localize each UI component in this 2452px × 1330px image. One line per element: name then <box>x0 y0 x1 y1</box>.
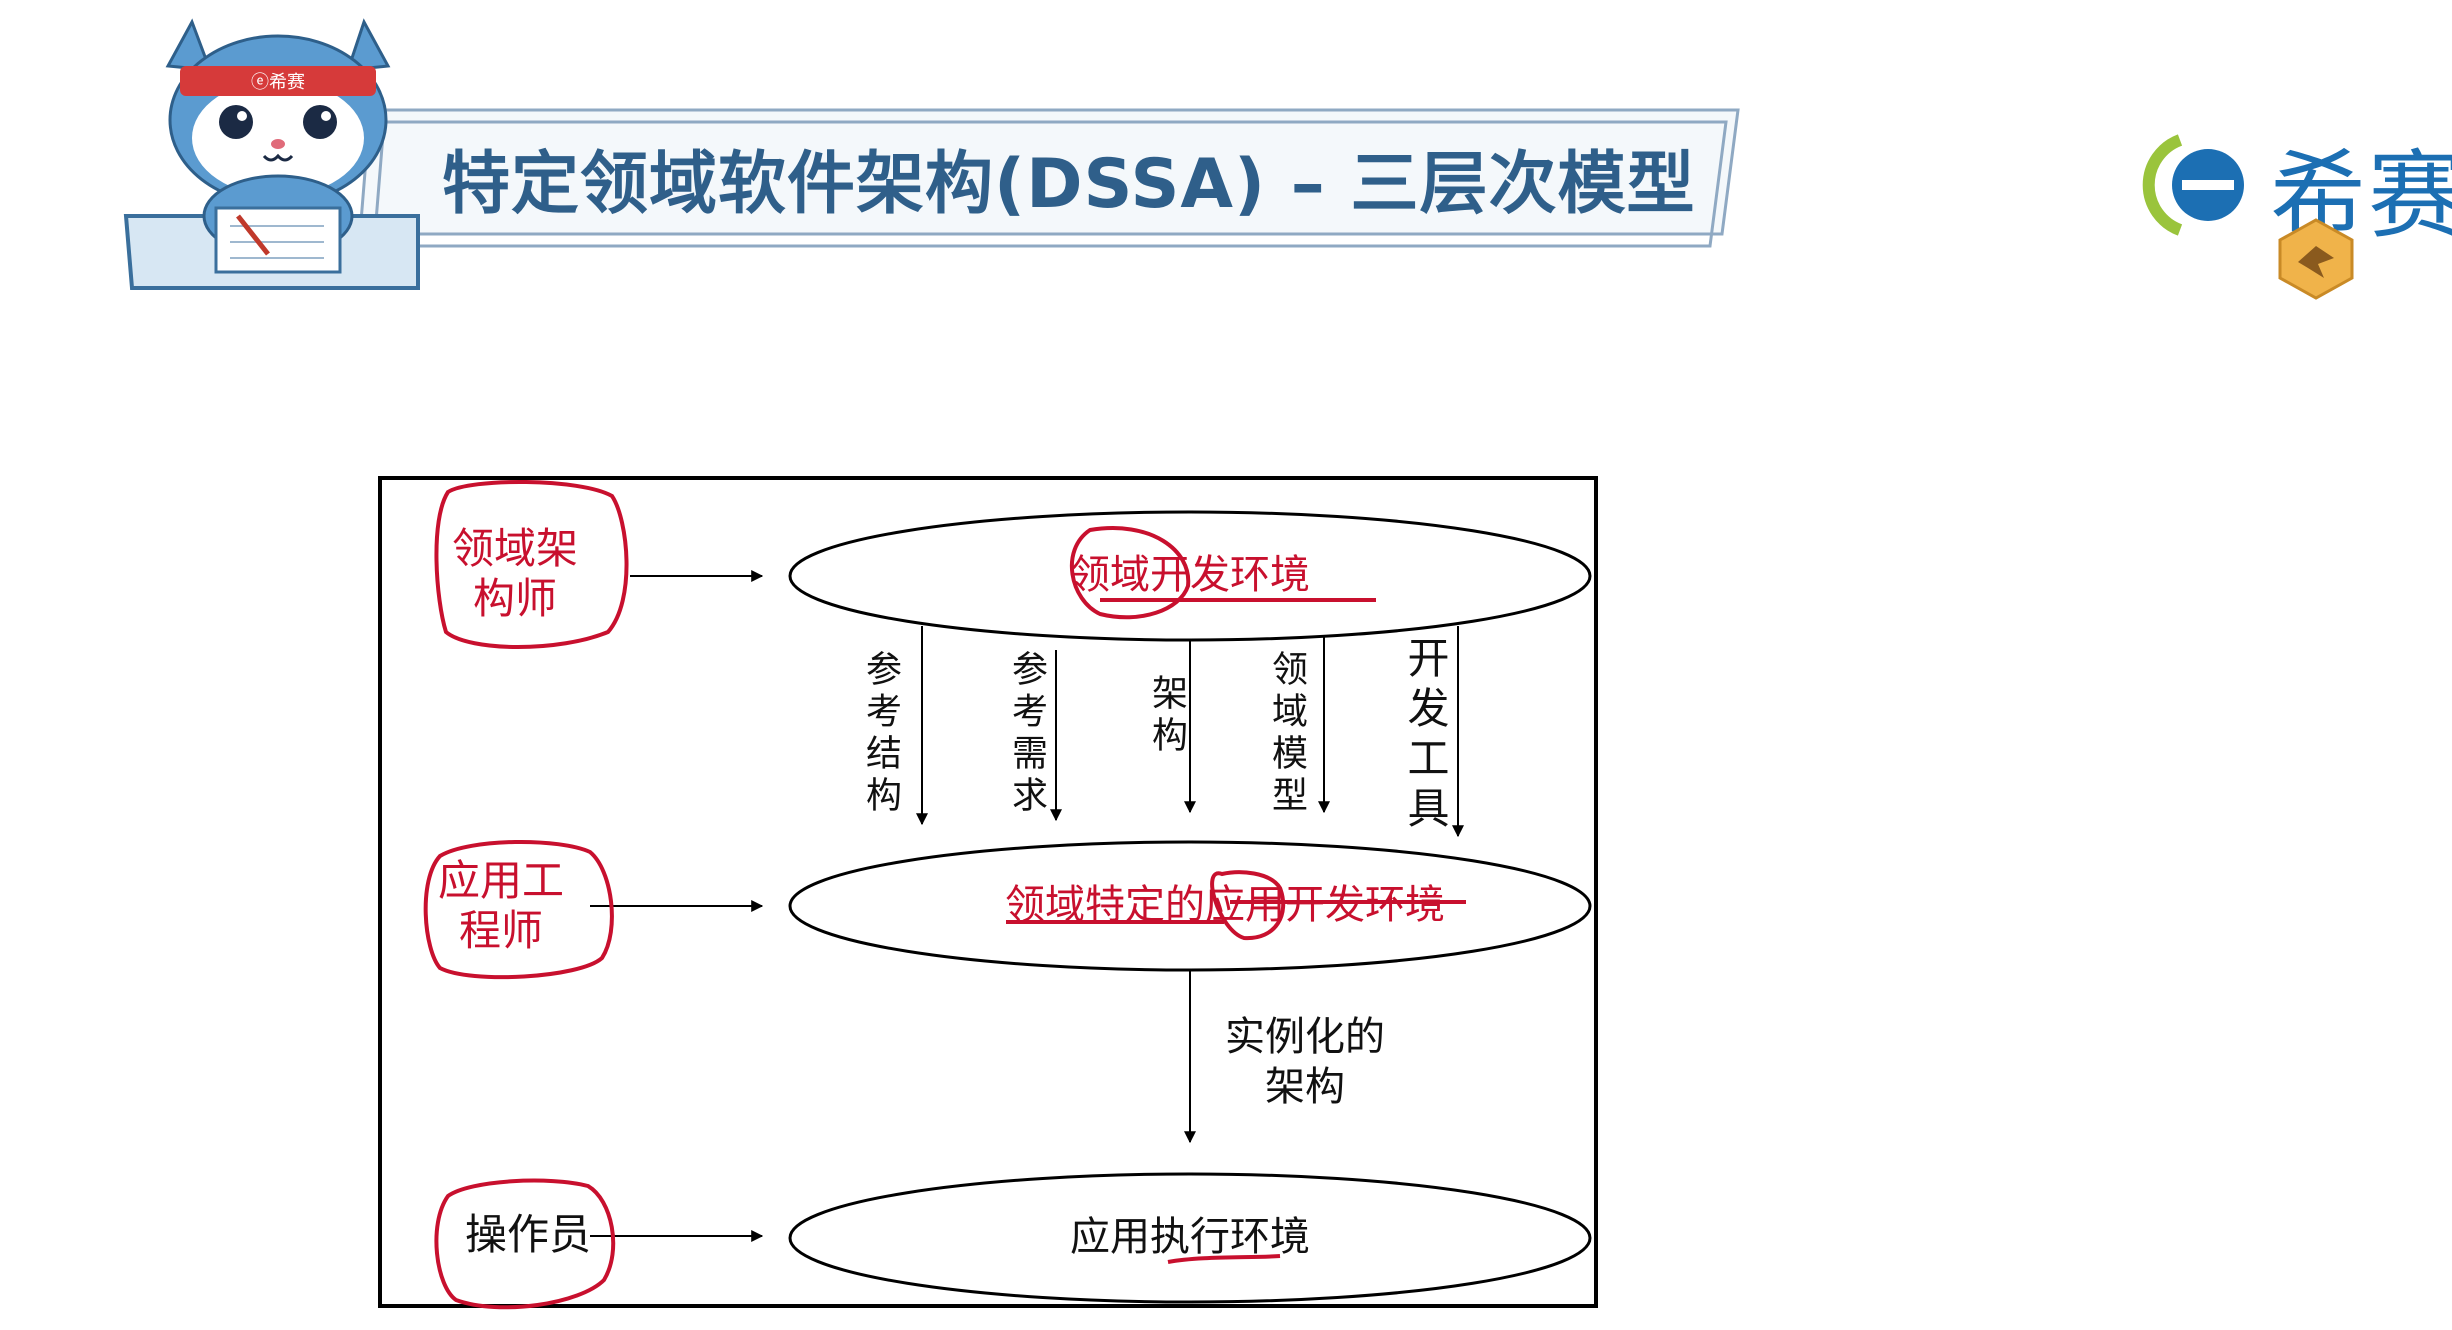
env-label-domain-dev: 领域开发环境 <box>990 550 1390 600</box>
flow-label-instantiated-line2: 架构 <box>1210 1062 1400 1112</box>
flow-label-reference-structure: 参考结构 <box>862 650 898 818</box>
actor-app-engineer-line2: 程师 <box>436 906 566 956</box>
flow-label-instantiated-architecture: 实例化的 架构 <box>1210 1012 1400 1112</box>
env-label-domain-specific-app-dev: 领域特定的应用开发环境 <box>960 880 1490 930</box>
flow-label-domain-model: 领域模型 <box>1268 650 1304 818</box>
actor-domain-architect-line2: 构师 <box>450 574 580 624</box>
actor-operator-line1: 操作员 <box>458 1210 598 1260</box>
actor-operator: 操作员 <box>458 1210 598 1260</box>
flow-label-architecture: 架构 <box>1148 674 1184 758</box>
env-label-app-exec: 应用执行环境 <box>990 1212 1390 1262</box>
flow-label-instantiated-line1: 实例化的 <box>1210 1012 1400 1062</box>
actor-app-engineer-line1: 应用工 <box>436 856 566 906</box>
actor-domain-architect-line1: 领域架 <box>450 524 580 574</box>
actor-app-engineer: 应用工 程师 <box>436 856 566 957</box>
flow-label-dev-tools: 开发工具 <box>1404 636 1446 836</box>
flow-label-reference-requirements: 参考需求 <box>1008 650 1044 818</box>
actor-domain-architect: 领域架 构师 <box>450 524 580 625</box>
